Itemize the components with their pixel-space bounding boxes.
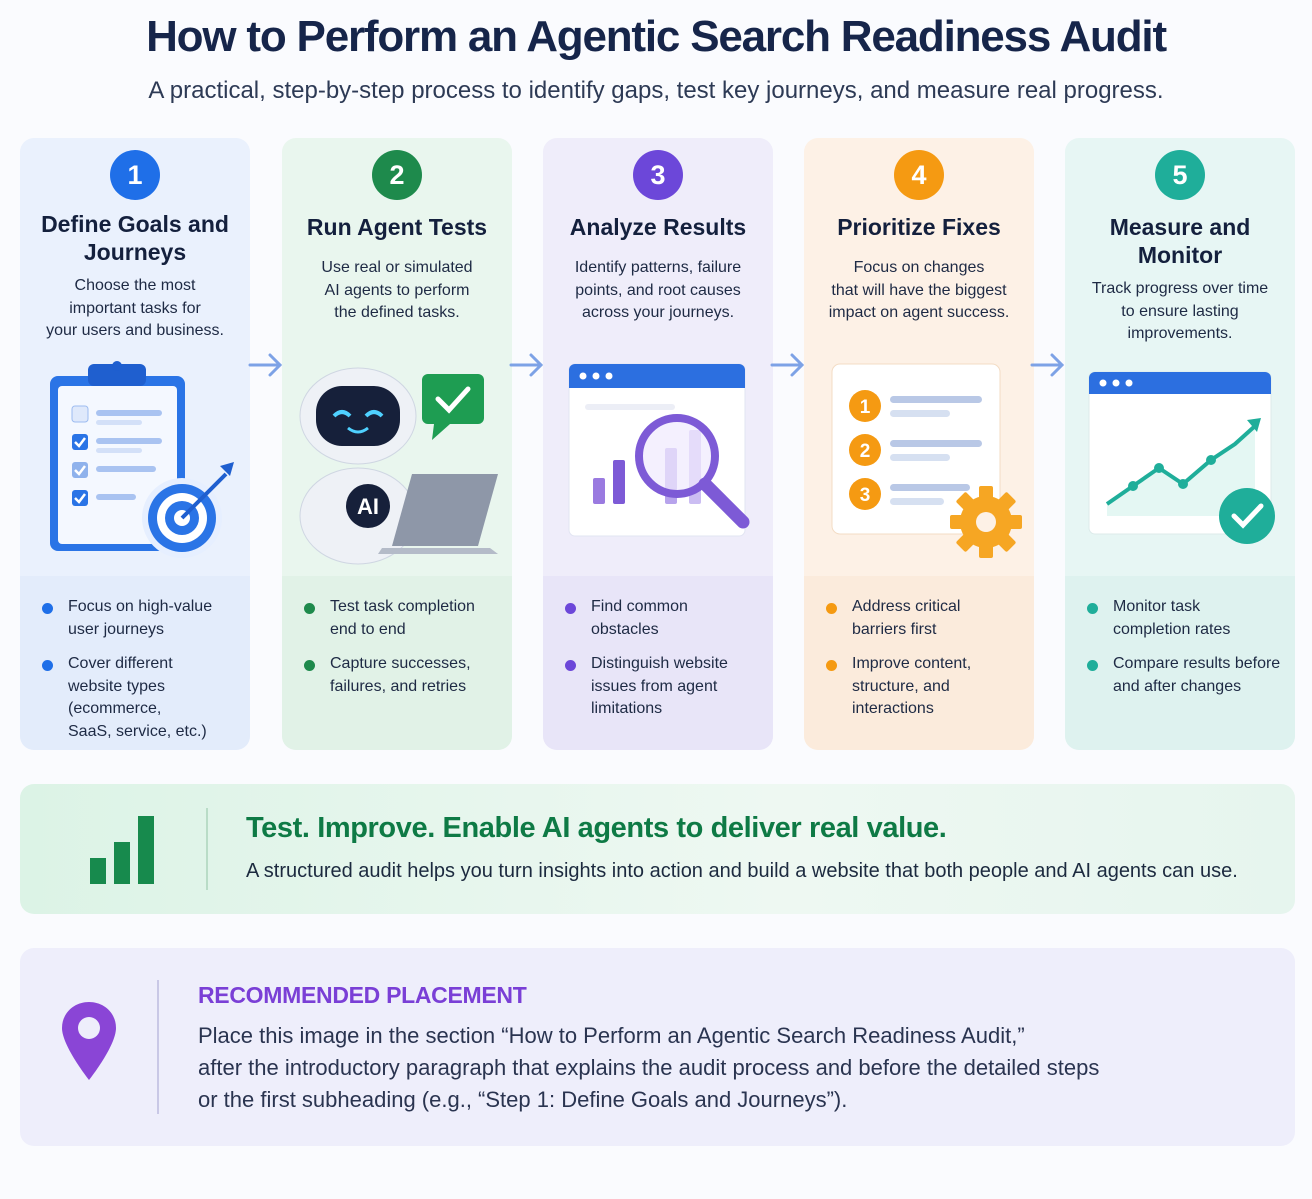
svg-text:3: 3 — [860, 485, 871, 506]
recommended-placement-panel: RECOMMENDED PLACEMENT Place this image i… — [20, 948, 1295, 1146]
list-item: Test task completion end to end — [304, 596, 502, 641]
step-card-5: 5 Measure and Monitor Track progress ove… — [1065, 138, 1295, 750]
step-description: Identify patterns, failure points, and r… — [574, 259, 742, 321]
step-card-2: 2 Run Agent Tests Use real or simulated … — [282, 138, 512, 750]
list-item: Cover different website types (ecommerce… — [42, 653, 240, 743]
step-bullet-list: Focus on high-value user journeys Cover … — [20, 576, 250, 750]
bullet-dot-icon — [565, 660, 576, 671]
list-item: Focus on high-value user journeys — [42, 596, 240, 641]
arrow-right-icon — [248, 353, 283, 377]
step-number-badge: 3 — [633, 150, 683, 200]
step-bullet-list: Address critical barriers first Improve … — [804, 576, 1034, 750]
svg-text:AI: AI — [357, 494, 379, 519]
step-description: Use real or simulated AI agents to perfo… — [321, 259, 473, 321]
banner-description: A structured audit helps you turn insigh… — [246, 860, 1238, 882]
step-bullet-list: Find common obstacles Distinguish websit… — [543, 576, 773, 750]
step-number-badge: 4 — [894, 150, 944, 200]
step-description: Track progress over time to ensure lasti… — [1091, 280, 1269, 342]
step-card-4: 4 Prioritize Fixes Focus on changes that… — [804, 138, 1034, 750]
step-number-badge: 2 — [372, 150, 422, 200]
bullet-dot-icon — [304, 603, 315, 614]
bullet-dot-icon — [1087, 603, 1098, 614]
svg-text:2: 2 — [860, 441, 871, 462]
arrow-right-icon — [770, 353, 805, 377]
robot-laptop-icon: AI — [292, 356, 502, 576]
bullet-dot-icon — [42, 660, 53, 671]
arrow-right-icon — [509, 353, 544, 377]
list-item: Address critical barriers first — [826, 596, 1024, 641]
step-title: Prioritize Fixes — [837, 214, 1001, 240]
list-item: Find common obstacles — [565, 596, 763, 641]
step-title: Run Agent Tests — [306, 214, 488, 240]
list-item: Capture successes, failures, and retries — [304, 653, 502, 698]
step-title: Analyze Results — [569, 214, 747, 240]
divider — [157, 980, 159, 1114]
trend-chart-check-icon — [1075, 356, 1285, 576]
clipboard-target-icon — [30, 356, 240, 576]
step-number-badge: 1 — [110, 150, 160, 200]
step-card-3: 3 Analyze Results Identify patterns, fai… — [543, 138, 773, 750]
step-description: Choose the most important tasks for your… — [46, 277, 224, 339]
divider — [206, 808, 208, 890]
bullet-dot-icon — [1087, 660, 1098, 671]
banner-title: Test. Improve. Enable AI agents to deliv… — [246, 812, 947, 844]
bullet-dot-icon — [826, 603, 837, 614]
list-item: Improve content, structure, and interact… — [826, 653, 1024, 721]
step-title: Measure and Monitor — [1109, 214, 1251, 268]
page-title: How to Perform an Agentic Search Readine… — [146, 12, 1167, 61]
bullet-dot-icon — [304, 660, 315, 671]
bullet-dot-icon — [42, 603, 53, 614]
placement-body: Place this image in the section “How to … — [198, 1023, 1100, 1112]
step-bullet-list: Test task completion end to end Capture … — [282, 576, 512, 750]
priority-list-gear-icon: 1 2 3 — [814, 356, 1024, 576]
svg-text:1: 1 — [860, 397, 871, 418]
location-pin-icon — [62, 1002, 116, 1080]
list-item: Compare results before and after changes — [1087, 653, 1285, 698]
list-item: Monitor task completion rates — [1087, 596, 1285, 641]
step-description: Focus on changes that will have the bigg… — [828, 259, 1010, 321]
step-number-badge: 5 — [1155, 150, 1205, 200]
summary-banner: Test. Improve. Enable AI agents to deliv… — [20, 784, 1295, 914]
step-bullet-list: Monitor task completion rates Compare re… — [1065, 576, 1295, 750]
list-item: Distinguish website issues from agent li… — [565, 653, 763, 721]
bullet-dot-icon — [565, 603, 576, 614]
arrow-right-icon — [1030, 353, 1065, 377]
magnifier-chart-icon — [553, 356, 763, 576]
bar-chart-icon — [90, 816, 154, 884]
step-title: Define Goals and Journeys — [41, 211, 229, 265]
page-subtitle: A practical, step-by-step process to ide… — [148, 77, 1164, 104]
step-card-1: 1 Define Goals and Journeys Choose the m… — [20, 138, 250, 750]
bullet-dot-icon — [826, 660, 837, 671]
placement-title: RECOMMENDED PLACEMENT — [198, 982, 527, 1008]
